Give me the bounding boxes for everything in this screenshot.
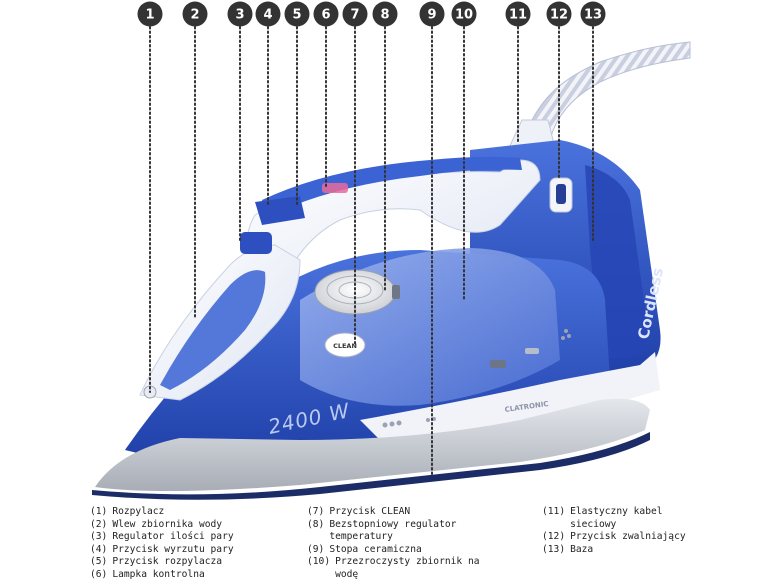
legend-item-text: Przycisk rozpylacza	[112, 556, 223, 568]
callout-number-6: 6	[321, 8, 330, 23]
callout-marker-13	[580, 1, 606, 27]
legend-item: (4) Przycisk wyrzutu pary	[90, 544, 290, 557]
callout-marker-2	[182, 1, 208, 27]
legend-item-number: (1)	[90, 506, 108, 517]
legend-item: (1) Rozpylacz	[90, 506, 290, 519]
callout-marker-6	[313, 1, 339, 27]
front-window	[160, 270, 266, 390]
legend-item: (6) Lampka kontrolna	[90, 569, 290, 582]
legend-item-text: Rozpylacz	[112, 506, 165, 517]
callout-number-3: 3	[235, 8, 244, 23]
legend-item-number: (8)	[307, 518, 325, 530]
legend-item-text: Baza	[570, 543, 594, 555]
legend-item: (7) Przycisk CLEAN	[307, 506, 507, 519]
legend-item: (13) Baza	[542, 544, 742, 557]
callout-number-10: 10	[455, 8, 473, 23]
legend-item-text: Wlew zbiornika wody	[112, 518, 223, 530]
soleplate	[95, 398, 650, 492]
callout-number-5: 5	[292, 8, 301, 23]
legend-item-text: Stopa ceramiczna	[329, 543, 422, 555]
legend-item-number: (2)	[90, 518, 108, 530]
legend-item-text: Lampka kontrolna	[112, 568, 205, 580]
callout-marker-5	[284, 1, 310, 27]
callout-marker-4	[255, 1, 281, 27]
callout-marker-10	[451, 1, 477, 27]
callout-marker-3	[227, 1, 253, 27]
legend-item-number: (5)	[90, 556, 108, 568]
iron-illustration: CLEAN 2400 W CLATRONIC Cordless	[92, 41, 691, 500]
legend-item-text: Przycisk CLEAN	[329, 506, 411, 517]
callout-number-4: 4	[263, 8, 272, 23]
indicator-light	[322, 183, 348, 193]
setting-symbols	[382, 329, 571, 428]
callout-number-13: 13	[584, 8, 602, 23]
legend-item-number: (4)	[90, 543, 108, 555]
callout-marker-7	[342, 1, 368, 27]
callout-marker-11	[505, 1, 531, 27]
legend-item-number: (13)	[542, 543, 566, 555]
callout-number-7: 7	[350, 8, 359, 23]
callout-number-8: 8	[380, 8, 389, 23]
legend-item: (5) Przycisk rozpylacza	[90, 556, 290, 569]
legend-item-text: Przycisk zwalniający	[570, 531, 686, 543]
callout-marker-1	[137, 1, 163, 27]
legend-item-text: Przezroczysty zbiornik na wodę	[335, 556, 480, 580]
legend-column-3: (11) Elastyczny kabel sieciowy (12) Przycis…	[542, 506, 742, 556]
legend-item: (8) Bezstopniowy regulator temperatury	[307, 519, 507, 544]
callout-marker-8	[372, 1, 398, 27]
legend-item: (11) Elastyczny kabel sieciowy	[542, 506, 742, 531]
legend-item: (2) Wlew zbiornika wody	[90, 519, 290, 532]
legend-item-number: (12)	[542, 531, 566, 543]
legend-item-number: (6)	[90, 568, 108, 580]
legend-column-2: (7) Przycisk CLEAN (8) Bezstopniowy regulat…	[307, 506, 507, 582]
callout-number-12: 12	[550, 8, 568, 23]
legend-item-number: (11)	[542, 506, 566, 517]
soleplate-edge	[92, 432, 650, 500]
clean-button-label: CLEAN	[333, 342, 357, 350]
legend-item-number: (10)	[307, 556, 331, 568]
legend-item-number: (7)	[307, 506, 325, 517]
legend-item-text: Przycisk wyrzutu pary	[112, 543, 234, 555]
legend-item-text: Elastyczny kabel sieciowy	[570, 506, 663, 530]
legend-column-1: (1) Rozpylacz (2) Wlew zbiornika wody (3) Reg…	[90, 506, 290, 582]
steam-regulator	[240, 232, 272, 254]
legend-item: (3) Regulator ilości pary	[90, 531, 290, 544]
callout-number-11: 11	[509, 8, 527, 23]
legend-item: (12) Przycisk zwalniający	[542, 531, 742, 544]
handle-top	[262, 156, 522, 218]
legend-item-number: (9)	[307, 543, 325, 555]
legend-item: (10) Przezroczysty zbiornik na wodę	[307, 556, 507, 581]
callout-marker-9	[419, 1, 445, 27]
legend-item: (9) Stopa ceramiczna	[307, 544, 507, 557]
legend-item-number: (3)	[90, 531, 108, 543]
callout-number-2: 2	[190, 8, 199, 23]
legend-item-text: Bezstopniowy regulator temperatury	[329, 518, 457, 543]
callout-marker-12	[546, 1, 572, 27]
legend-item-text: Regulator ilości pary	[112, 531, 234, 543]
callout-number-9: 9	[427, 8, 436, 23]
callout-number-1: 1	[145, 8, 154, 23]
